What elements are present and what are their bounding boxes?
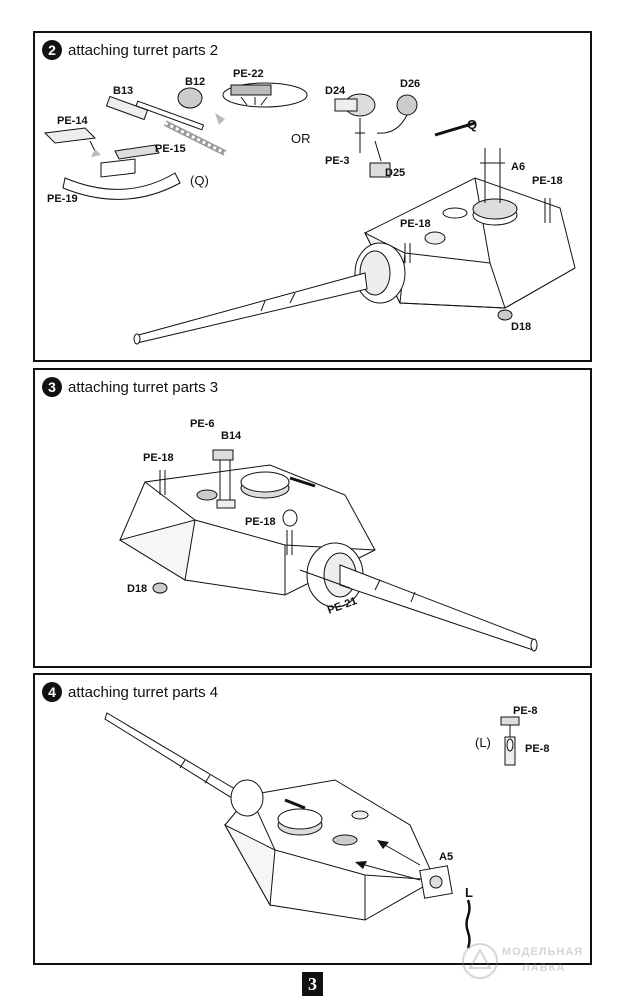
label-d26: D26 (400, 78, 421, 90)
watermark-emblem-icon (462, 943, 498, 979)
label-pe22: PE-22 (233, 68, 264, 80)
watermark-line1: МОДЕЛЬНАЯ (502, 946, 584, 958)
step-2-panel: 2 attaching turret parts 2 (33, 31, 592, 362)
page-number: 3 (302, 972, 323, 996)
label-pe8-side: PE-8 (525, 743, 550, 755)
step-4-number: 4 (42, 682, 62, 702)
label-pe18-center: PE-18 (245, 516, 276, 528)
step-2-illustration (43, 82, 576, 345)
label-a5: A5 (439, 851, 454, 863)
label-l: L (465, 885, 473, 900)
step-3-title: attaching turret parts 3 (68, 378, 219, 396)
watermark-line2: ЛАВКА (522, 962, 566, 974)
label-q: Q (467, 117, 478, 132)
label-l-paren: (L) (475, 735, 491, 750)
step-4-header: 4 attaching turret parts 4 (42, 682, 218, 702)
label-or: OR (291, 131, 311, 146)
step-3-header: 3 attaching turret parts 3 (42, 377, 218, 397)
step-4-title: attaching turret parts 4 (68, 683, 219, 701)
watermark-logo: МОДЕЛЬНАЯ ЛАВКА (460, 940, 610, 982)
label-q-paren: (Q) (190, 173, 209, 188)
label-b13: B13 (113, 85, 134, 97)
label-pe3: PE-3 (325, 155, 350, 167)
label-d18: D18 (511, 321, 532, 333)
step-2-title: attaching turret parts 2 (68, 41, 219, 59)
step-3-illustration (118, 449, 538, 652)
label-b14: B14 (221, 430, 242, 442)
step-3-panel: 3 attaching turret parts 3 (33, 368, 592, 668)
label-pe18-right: PE-18 (532, 175, 563, 187)
step-4-panel: 4 attaching turret parts 4 (33, 673, 592, 965)
label-d25: D25 (385, 167, 406, 179)
label-d18: D18 (127, 583, 148, 595)
label-b12: B12 (185, 76, 206, 88)
step-4-illustration (104, 712, 520, 949)
label-pe8-top: PE-8 (513, 705, 538, 717)
step-2-number: 2 (42, 40, 62, 60)
label-pe19: PE-19 (47, 193, 78, 205)
step-3-number: 3 (42, 377, 62, 397)
label-a6: A6 (511, 161, 526, 173)
label-pe15: PE-15 (155, 143, 186, 155)
step-2-header: 2 attaching turret parts 2 (42, 40, 218, 60)
label-pe14: PE-14 (57, 115, 88, 127)
label-pe18-left: PE-18 (143, 452, 174, 464)
label-pe6: PE-6 (190, 418, 215, 430)
label-d24: D24 (325, 85, 346, 97)
label-pe18-left: PE-18 (400, 218, 431, 230)
